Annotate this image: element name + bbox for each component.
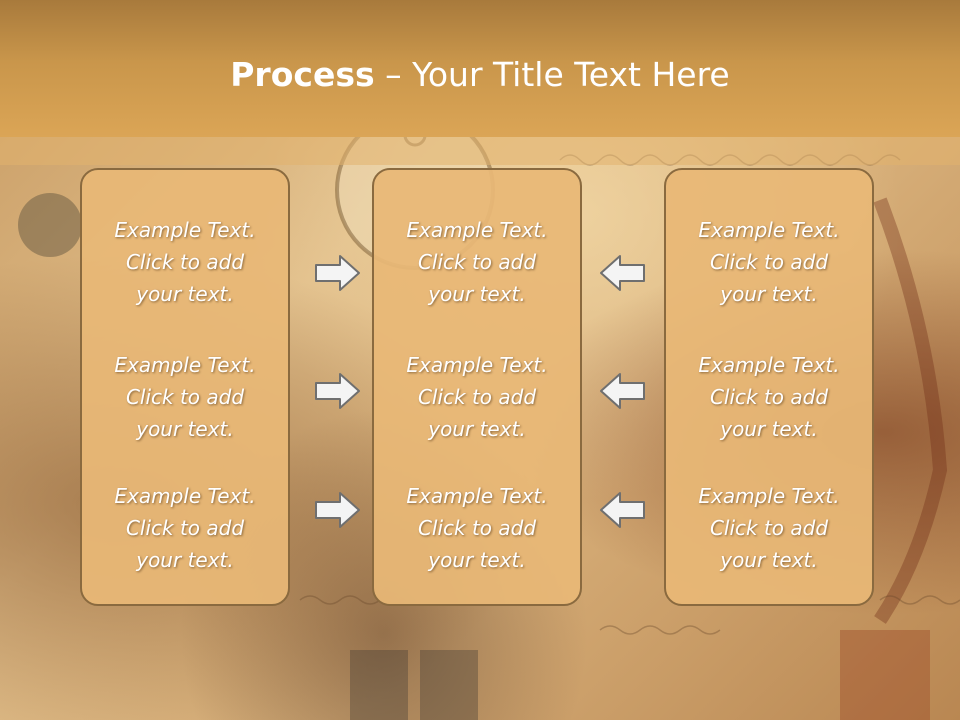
- column-2-item-2[interactable]: Example Text. Click to add your text.: [406, 353, 548, 441]
- column-3-item-1[interactable]: Example Text. Click to add your text.: [698, 218, 840, 306]
- column-1-item-1[interactable]: Example Text. Click to add your text.: [114, 218, 256, 306]
- process-column-2[interactable]: Example Text. Click to add your text. Ex…: [372, 168, 582, 606]
- arrow-left-icon: [600, 255, 645, 291]
- title-bold: Process: [230, 55, 375, 94]
- column-1-item-2[interactable]: Example Text. Click to add your text.: [114, 353, 256, 441]
- process-column-3[interactable]: Example Text. Click to add your text. Ex…: [664, 168, 874, 606]
- column-2-item-1[interactable]: Example Text. Click to add your text.: [406, 218, 548, 306]
- column-3-item-3[interactable]: Example Text. Click to add your text.: [698, 484, 840, 572]
- arrow-left-icon: [600, 373, 645, 409]
- column-3-item-2[interactable]: Example Text. Click to add your text.: [698, 353, 840, 441]
- column-1-item-3[interactable]: Example Text. Click to add your text.: [114, 484, 256, 572]
- title-rest: – Your Title Text Here: [374, 55, 730, 94]
- process-column-1[interactable]: Example Text. Click to add your text. Ex…: [80, 168, 290, 606]
- arrow-right-icon: [315, 492, 360, 528]
- arrow-right-icon: [315, 373, 360, 409]
- arrow-right-icon: [315, 255, 360, 291]
- title-bar: [0, 0, 960, 137]
- arrow-left-icon: [600, 492, 645, 528]
- slide-title[interactable]: Process – Your Title Text Here: [0, 52, 960, 98]
- column-2-item-3[interactable]: Example Text. Click to add your text.: [406, 484, 548, 572]
- title-underband: [0, 137, 960, 165]
